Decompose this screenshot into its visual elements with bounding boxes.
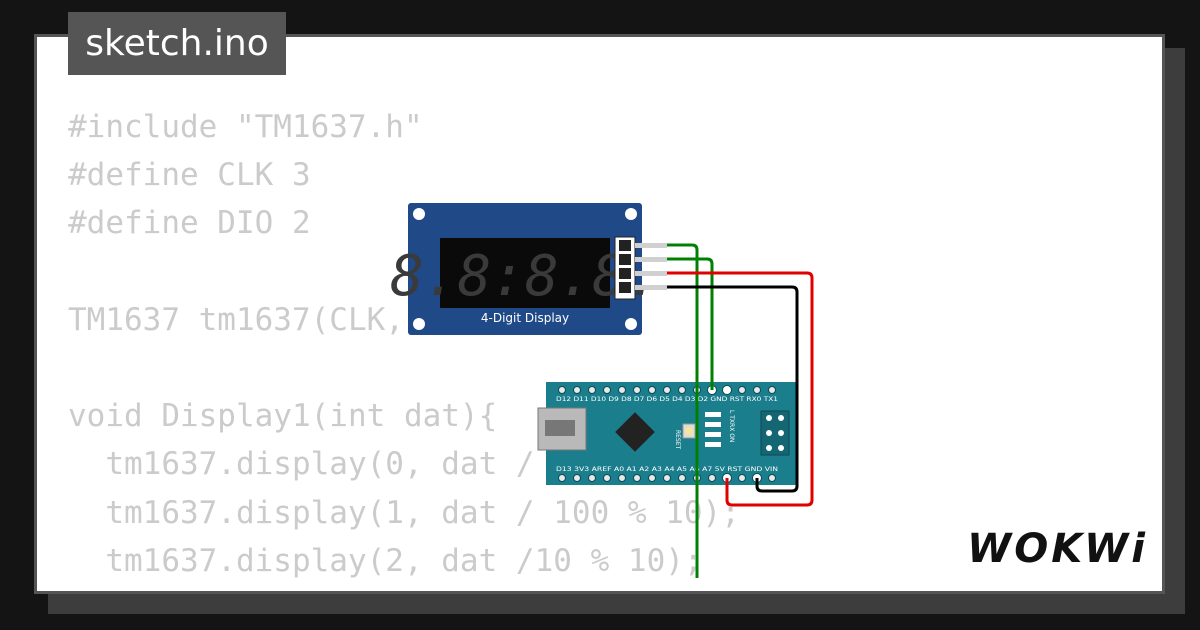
header-pin-hole bbox=[588, 474, 596, 482]
header-pin-hole bbox=[693, 386, 701, 394]
mcu-chip bbox=[615, 412, 655, 452]
mount-hole bbox=[625, 208, 637, 220]
header-pin-hole bbox=[768, 474, 776, 482]
reset-label: RESET bbox=[674, 430, 681, 450]
wokwi-logo: WOKWi bbox=[967, 526, 1148, 572]
lcd-window bbox=[440, 238, 610, 308]
icsp-pin bbox=[778, 415, 784, 421]
led-rx bbox=[705, 432, 721, 437]
header-pin-hole bbox=[558, 386, 566, 394]
pin-leg bbox=[635, 257, 667, 262]
tm1637-display-module[interactable]: 8.8:8.8. 4-Digit Display bbox=[390, 203, 667, 335]
pin-leg bbox=[635, 271, 667, 276]
header-pin-hole bbox=[753, 386, 761, 394]
pin-leg bbox=[635, 285, 667, 290]
code-line: void Display1(int dat){ bbox=[68, 398, 498, 435]
mount-hole bbox=[413, 318, 425, 330]
led-l bbox=[705, 412, 721, 417]
header-pin-hole bbox=[708, 474, 716, 482]
header-pin-hole bbox=[558, 474, 566, 482]
pin-vcc[interactable] bbox=[619, 268, 631, 279]
header-pin-hole bbox=[633, 386, 641, 394]
pin-d3[interactable] bbox=[722, 385, 732, 395]
code-editor: #include "TM1637.h" #define CLK 3 #define … bbox=[68, 103, 759, 592]
icsp-pin bbox=[766, 430, 772, 436]
header-pin-hole bbox=[603, 474, 611, 482]
led-tx bbox=[705, 422, 721, 427]
header-pin-hole bbox=[648, 386, 656, 394]
header-pin-hole bbox=[678, 474, 686, 482]
usb-port-opening bbox=[545, 420, 575, 436]
icsp-header bbox=[760, 410, 790, 456]
header-pin-hole bbox=[618, 474, 626, 482]
header-pin-hole bbox=[648, 474, 656, 482]
icsp-pin bbox=[766, 415, 772, 421]
code-line: #include "TM1637.h" bbox=[68, 109, 423, 145]
header-pin-hole bbox=[693, 474, 701, 482]
file-tab[interactable]: sketch.ino bbox=[68, 12, 286, 75]
display-label: 4-Digit Display bbox=[481, 311, 569, 325]
led-labels: L TXRX ON bbox=[728, 410, 735, 442]
mount-hole bbox=[625, 318, 637, 330]
icsp-pin bbox=[766, 445, 772, 451]
code-line: #define CLK 3 bbox=[68, 157, 311, 194]
pin-dio[interactable] bbox=[619, 254, 631, 265]
header-pin-hole bbox=[663, 386, 671, 394]
header-pin-hole bbox=[738, 474, 746, 482]
bottom-pin-labels: D13 3V3 AREF A0 A1 A2 A3 A4 A5 A6 A7 5V … bbox=[556, 466, 778, 473]
header-pin-hole bbox=[738, 386, 746, 394]
header-pin-hole bbox=[768, 386, 776, 394]
pin-d2[interactable] bbox=[707, 385, 717, 395]
pin-gnd[interactable] bbox=[619, 282, 631, 293]
header-pin-hole bbox=[678, 386, 686, 394]
pin-gnd-bottom[interactable] bbox=[752, 473, 762, 483]
mount-hole bbox=[413, 208, 425, 220]
code-line: tm1637.display(3, dat % 10); bbox=[68, 585, 759, 592]
top-pin-labels: D12 D11 D10 D9 D8 D7 D6 D5 D4 D3 D2 GND … bbox=[556, 396, 778, 403]
header-pin-hole bbox=[603, 386, 611, 394]
header-pin-hole bbox=[633, 474, 641, 482]
pin-leg bbox=[635, 243, 667, 248]
pin-5v[interactable] bbox=[722, 473, 732, 483]
reset-button-cap bbox=[685, 427, 693, 435]
led-on bbox=[705, 442, 721, 447]
header-pin-hole bbox=[588, 386, 596, 394]
header-pin-hole bbox=[573, 386, 581, 394]
code-line: #define DIO 2 bbox=[68, 205, 311, 242]
nano-top-header bbox=[558, 386, 776, 394]
pin-clk[interactable] bbox=[619, 240, 631, 251]
header-pin-hole bbox=[663, 474, 671, 482]
arduino-nano[interactable]: D12 D11 D10 D9 D8 D7 D6 D5 D4 D3 D2 GND … bbox=[537, 382, 796, 485]
icsp-pin bbox=[778, 430, 784, 436]
nano-bottom-header bbox=[558, 474, 776, 482]
code-line: tm1637.display(1, dat / 100 % 10); bbox=[68, 494, 740, 531]
header-pin-hole bbox=[618, 386, 626, 394]
header-pin-hole bbox=[573, 474, 581, 482]
icsp-pin bbox=[778, 445, 784, 451]
code-line: tm1637.display(2, dat /10 % 10); bbox=[68, 542, 703, 579]
